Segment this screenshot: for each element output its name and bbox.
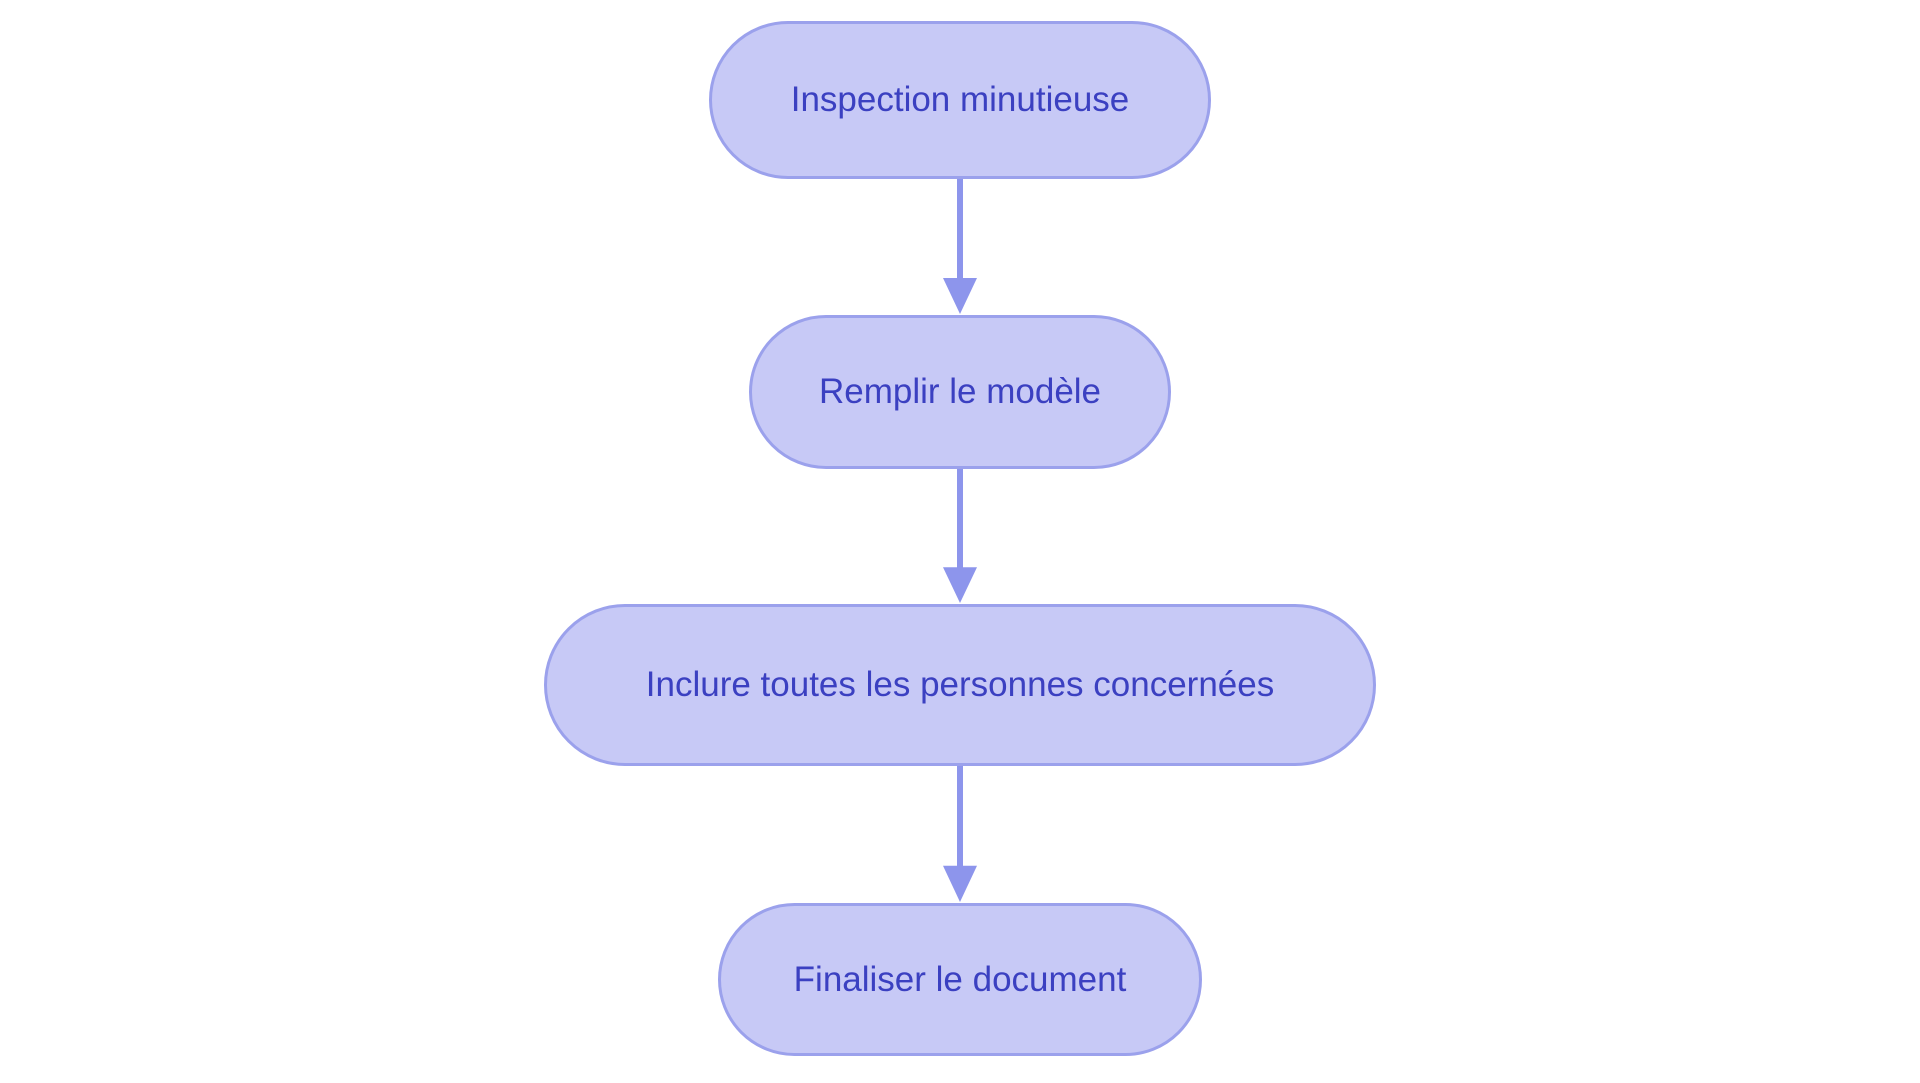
node-label: Finaliser le document bbox=[793, 959, 1127, 999]
node-inspection-minutieuse: Inspection minutieuse bbox=[709, 21, 1211, 179]
node-label: Inspection minutieuse bbox=[790, 80, 1130, 119]
node-label: Inclure toutes les personnes concernées bbox=[645, 665, 1275, 704]
arrow-down-icon bbox=[943, 469, 977, 604]
arrow-down-icon bbox=[943, 766, 977, 902]
node-finaliser-le-document: Finaliser le document bbox=[718, 903, 1202, 1056]
node-inclure-personnes-concernees: Inclure toutes les personnes concernées bbox=[544, 604, 1376, 766]
node-remplir-le-modele: Remplir le modèle bbox=[749, 315, 1171, 469]
node-label: Remplir le modèle bbox=[818, 372, 1102, 411]
arrow-down-icon bbox=[943, 179, 977, 314]
